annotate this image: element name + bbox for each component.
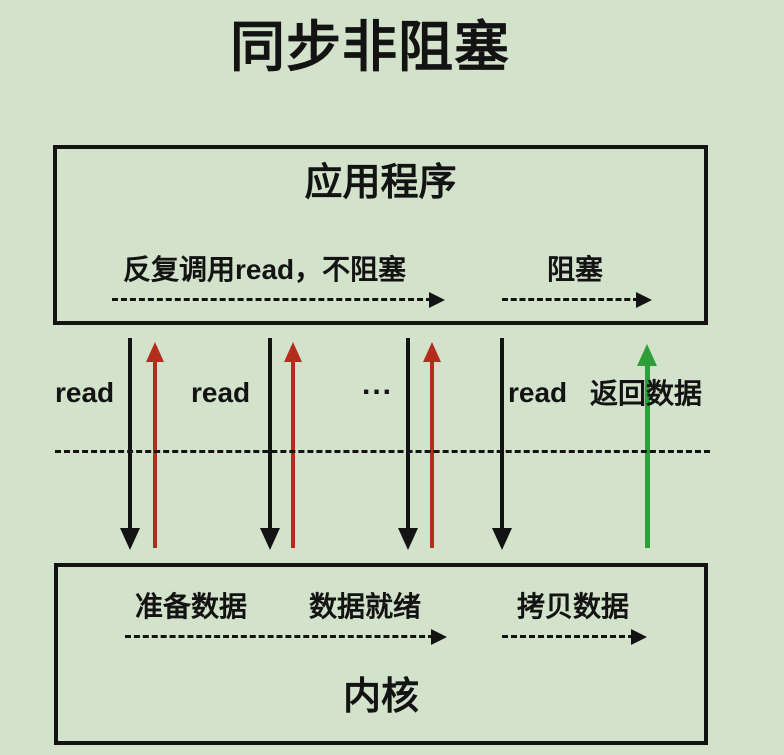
read-label: read — [508, 377, 568, 408]
blocking-flow-dashed-right-arrow-icon — [502, 292, 652, 308]
arrow-head — [431, 629, 447, 645]
data-ready-label: 数据就绪 — [309, 591, 422, 622]
arrow-head — [423, 342, 441, 362]
arrow-dash — [502, 298, 639, 301]
application-box: 应用程序 反复调用read，不阻塞 阻塞 — [53, 145, 708, 325]
arrow-head — [492, 528, 512, 550]
arrow-head — [636, 292, 652, 308]
read-call-down-arrow-icon — [398, 338, 418, 550]
kernel-box-title: 内核 — [342, 676, 419, 718]
arrow-dash — [502, 635, 634, 638]
arrow-shaft — [128, 338, 132, 531]
page-title: 同步非阻塞 — [229, 16, 510, 78]
arrow-shaft — [268, 338, 272, 531]
arrow-head — [398, 528, 418, 550]
nonblocking-call-label: 反复调用read，不阻塞 — [123, 254, 407, 285]
arrow-head — [260, 528, 280, 550]
arrow-head — [637, 344, 657, 366]
arrow-head — [284, 342, 302, 362]
arrow-shaft — [645, 361, 650, 548]
arrow-head — [146, 342, 164, 362]
arrow-dash — [125, 635, 434, 638]
read-label: read — [191, 377, 251, 408]
user-kernel-boundary-dashed-line — [55, 450, 710, 453]
arrow-shaft — [291, 359, 295, 548]
read-call-down-arrow-icon — [492, 338, 512, 550]
nonblocking-flow-dashed-right-arrow-icon — [112, 292, 445, 308]
kernel-box: 准备数据 数据就绪 拷贝数据 内核 — [54, 563, 708, 745]
arrow-dash — [112, 298, 432, 301]
arrow-head — [631, 629, 647, 645]
prepare-flow-dashed-right-arrow-icon — [125, 629, 447, 645]
read-call-down-arrow-icon — [260, 338, 280, 550]
read-label: read — [55, 377, 115, 408]
return-data-up-arrow-icon — [637, 344, 657, 548]
copy-flow-dashed-right-arrow-icon — [502, 629, 647, 645]
read-call-down-arrow-icon — [120, 338, 140, 550]
immediate-return-up-arrow-icon — [422, 342, 442, 548]
arrow-shaft — [153, 359, 157, 548]
arrow-shaft — [430, 359, 434, 548]
arrow-head — [120, 528, 140, 550]
ellipsis-label: ... — [362, 368, 394, 401]
arrow-head — [429, 292, 445, 308]
application-box-title: 应用程序 — [304, 162, 457, 204]
arrow-shaft — [406, 338, 410, 531]
immediate-return-up-arrow-icon — [145, 342, 165, 548]
return-data-label: 返回数据 — [590, 378, 703, 409]
arrow-shaft — [500, 338, 504, 531]
prepare-data-label: 准备数据 — [135, 591, 248, 622]
copy-data-label: 拷贝数据 — [517, 591, 630, 622]
blocking-label: 阻塞 — [546, 254, 603, 285]
immediate-return-up-arrow-icon — [283, 342, 303, 548]
